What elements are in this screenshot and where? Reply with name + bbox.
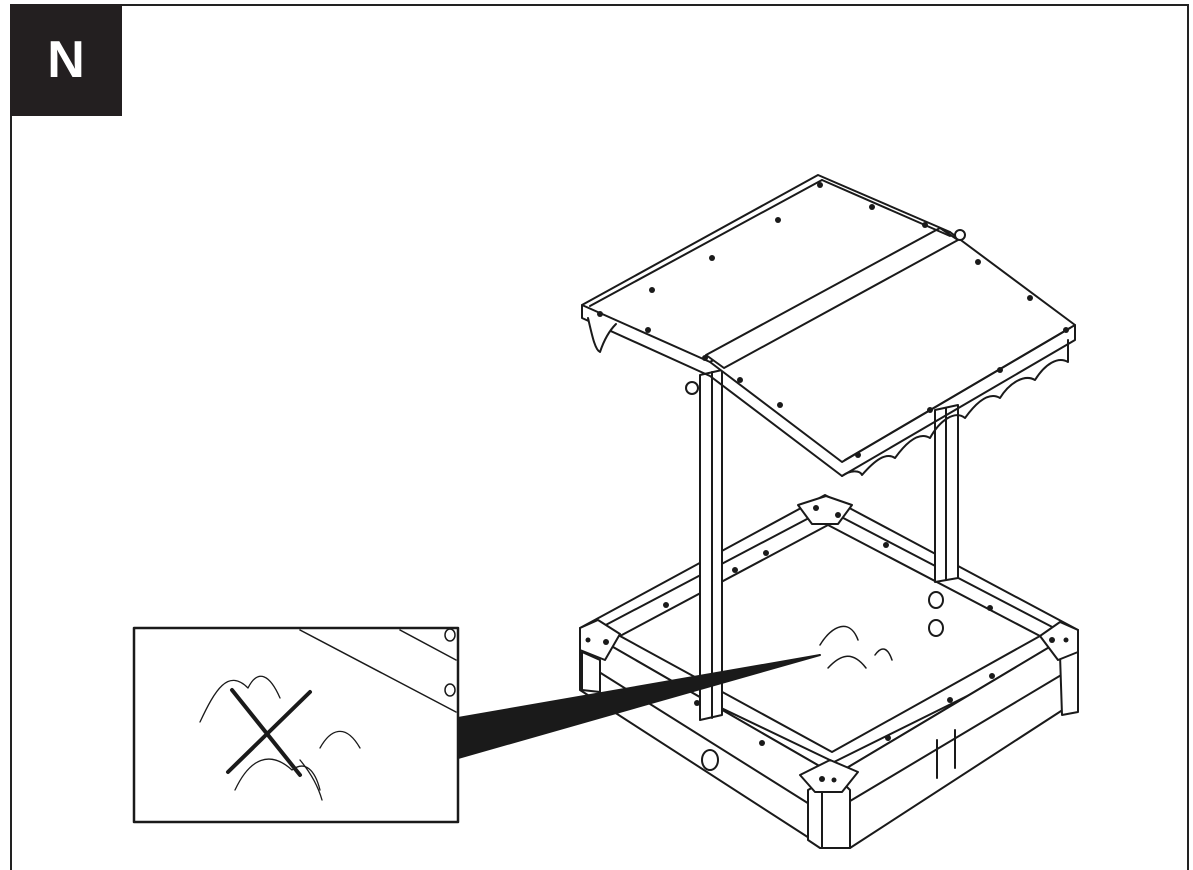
bolt-heads (585, 505, 1069, 783)
sandbox-frame (579, 494, 1079, 849)
step-badge: N (10, 4, 122, 116)
canopy-roof (581, 174, 1076, 477)
page-frame (10, 4, 1189, 870)
step-letter: N (47, 31, 85, 89)
prohibited-cross-icon (226, 688, 312, 777)
detail-inset (132, 626, 460, 824)
canopy-poles (685, 369, 959, 771)
